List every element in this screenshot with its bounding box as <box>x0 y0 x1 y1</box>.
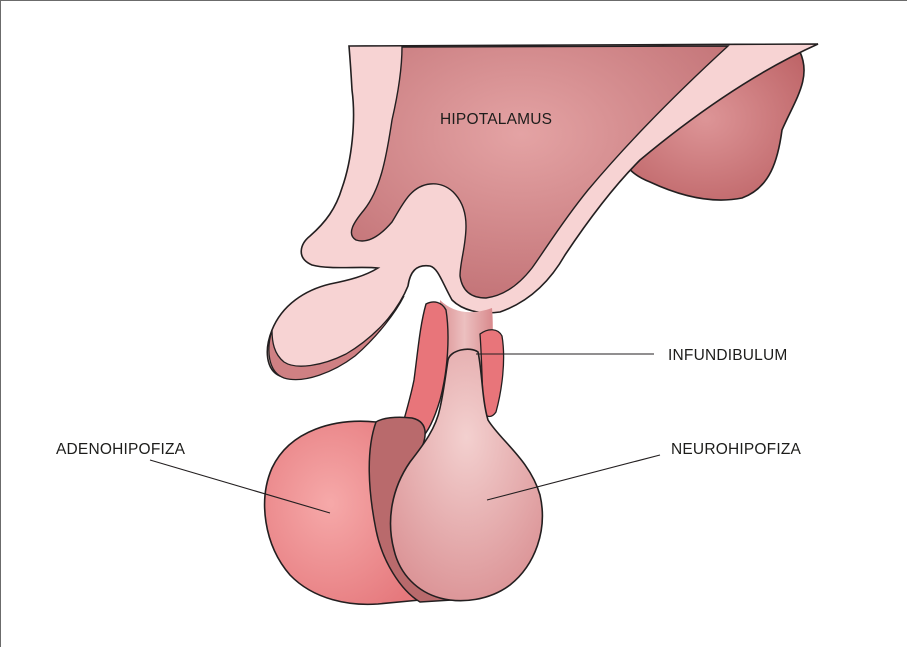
label-infundibulum: INFUNDIBULUM <box>668 347 788 364</box>
label-hypothalamus: HIPOTALAMUS <box>440 111 552 128</box>
label-adenohypophysis: ADENOHIPOFIZA <box>56 441 186 458</box>
label-neurohypophysis: NEUROHIPOFIZA <box>671 441 802 458</box>
